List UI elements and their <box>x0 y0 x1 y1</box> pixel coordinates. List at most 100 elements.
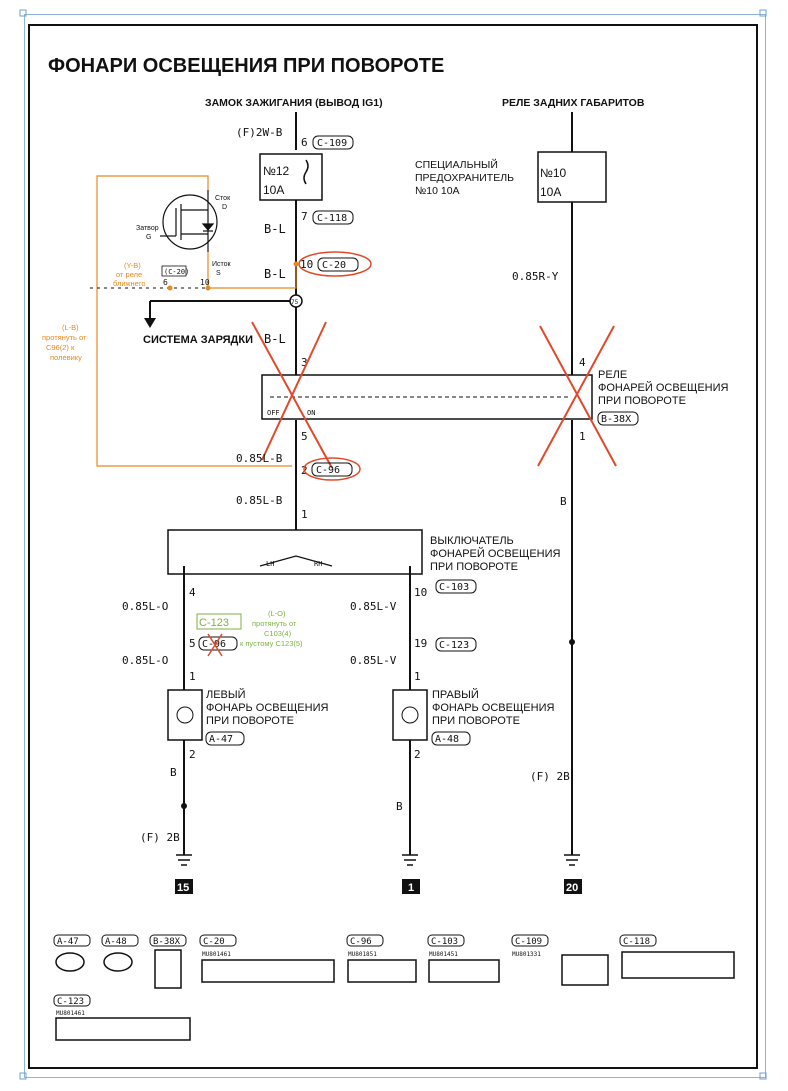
ground-15: 15 <box>177 882 189 894</box>
legend-mu-c96: MU801851 <box>348 951 377 958</box>
charging-arrow-icon <box>144 318 156 328</box>
connector-legend: A-47 A-48 B-38X C-20 MU801461 C-96 MU801… <box>53 934 735 1041</box>
relay-box <box>261 374 593 420</box>
connector-c103-tag <box>435 579 477 594</box>
c123-note-box <box>196 613 242 630</box>
left-lamp-box <box>167 689 203 741</box>
legend-mu-c123: MU801461 <box>56 1010 85 1017</box>
legend-c123: C-123 <box>57 997 84 1007</box>
legend-a47: A-47 <box>57 937 79 947</box>
fuse-10-amp: 10A <box>540 185 561 199</box>
switch-rh: RH <box>314 560 322 568</box>
highlight-c96 <box>303 457 361 481</box>
connector-c109: C-109 <box>317 138 347 149</box>
fuse-10-box <box>537 151 607 203</box>
connector-c109-tag <box>312 135 354 150</box>
diagram-frame <box>28 24 758 1069</box>
cross-out-relay-left <box>251 321 333 469</box>
c20-dot <box>293 261 299 267</box>
wire-label-lo-1: 0.85L-O <box>122 600 168 613</box>
junction-right <box>569 639 575 645</box>
pin-1-switch: 1 <box>301 508 308 521</box>
switch-contact <box>259 555 333 567</box>
junction-left <box>181 803 187 809</box>
connector-a48-tag <box>431 731 471 746</box>
highlight-c20 <box>298 251 372 277</box>
mosfet-wiring <box>96 175 297 467</box>
connector-b38x-tag <box>597 411 639 426</box>
connector-a47-tag <box>205 731 245 746</box>
pin-1-right-lamp: 1 <box>414 670 421 683</box>
c123-note: C-123 <box>199 617 229 629</box>
page-sheet <box>24 14 766 1078</box>
wire-label-lb-2: 0.85L-B <box>236 494 283 507</box>
c20-note-box <box>161 265 187 277</box>
fuse-12-number: №12 <box>263 164 290 178</box>
connector-c118-tag <box>312 210 354 225</box>
pin-7: 7 <box>301 210 308 223</box>
rear-relay-source-label: РЕЛЕ ЗАДНИХ ГАБАРИТОВ <box>502 97 645 109</box>
connector-a47: A-47 <box>209 734 233 745</box>
connector-c118: C-118 <box>317 213 347 224</box>
pin-6: 6 <box>301 136 308 149</box>
connector-b38x: B-38X <box>601 414 631 425</box>
c20-note: (C-20) <box>164 268 189 276</box>
pin-3: 3 <box>301 356 308 369</box>
connector-c123: C-123 <box>439 640 469 651</box>
wire-label-b-right: B <box>560 495 567 508</box>
fuse-10-number: №10 <box>540 166 567 180</box>
pin-1-left-lamp: 1 <box>189 670 196 683</box>
pin-4: 4 <box>189 586 196 599</box>
wire-label-f2b-left: (F) 2B <box>140 831 180 844</box>
pin-4-right: 4 <box>579 356 586 369</box>
pin-10: 10 <box>300 258 313 271</box>
left-lamp-icon <box>176 706 194 724</box>
fuse-12-box <box>259 153 323 201</box>
legend-c96: C-96 <box>350 937 372 947</box>
wire-label-bl-3: B-L <box>264 332 286 346</box>
legend-mu-c109: MU801331 <box>512 951 541 958</box>
charging-system-label: СИСТЕМА ЗАРЯДКИ <box>143 334 253 346</box>
page-corner-markers <box>19 9 767 1080</box>
legend-c103: C-103 <box>431 937 458 947</box>
right-lamp-box <box>392 689 428 741</box>
fuse-12-element <box>303 159 309 185</box>
mosfet-source-pin: 10 <box>200 278 210 287</box>
right-lamp-icon <box>401 706 419 724</box>
ground-20-box <box>564 879 582 894</box>
connector-a48: A-48 <box>435 734 459 745</box>
legend-c109: C-109 <box>515 937 542 947</box>
splice-label: 75 <box>291 299 299 306</box>
wire-label-lv-2: 0.85L-V <box>350 654 397 667</box>
pin-10-switch: 10 <box>414 586 427 599</box>
lower-wires <box>183 566 411 855</box>
pin-5-left: 5 <box>189 637 196 650</box>
mosfet-gate-dot <box>167 285 173 291</box>
page-title: ФОНАРИ ОСВЕЩЕНИЯ ПРИ ПОВОРОТЕ <box>48 55 444 77</box>
connector-c96: C-96 <box>316 465 340 476</box>
wire-label-b-mid: B <box>396 800 403 813</box>
wire-label-b-left: B <box>170 766 177 779</box>
legend-mu-c20: MU801461 <box>202 951 231 958</box>
ground-20: 20 <box>566 882 578 894</box>
wire-label-f2wb: (F)2W-B <box>236 126 283 139</box>
turn-switch-box <box>167 529 423 575</box>
ground-1-box <box>402 879 420 894</box>
cross-out-relay-right <box>537 325 617 467</box>
wire-label-085ry: 0.85R-Y <box>512 270 559 283</box>
connector-c96-tag <box>311 462 353 477</box>
wire-label-lv-1: 0.85L-V <box>350 600 397 613</box>
wire-label-lo-2: 0.85L-O <box>122 654 168 667</box>
legend-c20: C-20 <box>203 937 225 947</box>
wire-label-f2b-right: (F) 2B <box>530 770 570 783</box>
wire-label-bl-1: B-L <box>264 222 286 236</box>
